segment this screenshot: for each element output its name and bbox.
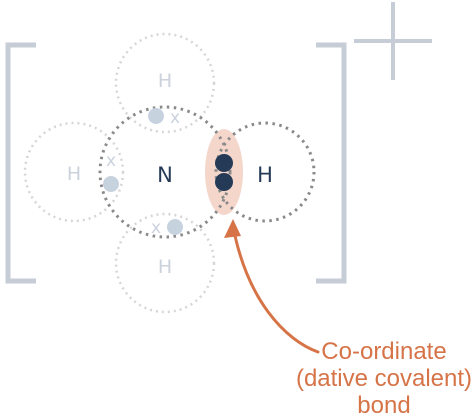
electron-cross-bottom: x [151, 218, 161, 238]
right-bracket [316, 42, 347, 284]
annotation-line-3: bond [357, 392, 410, 417]
electron-dot-bottom [167, 219, 183, 235]
hydrogen-shell-top [114, 32, 216, 134]
left-bracket [5, 42, 36, 284]
dative-electron-dot-lower [215, 173, 233, 191]
positive-charge-sign [354, 2, 432, 80]
electron-dot-left [103, 176, 119, 192]
atom-label-hydrogen-bottom: H [158, 256, 172, 278]
atom-label-nitrogen: N [157, 163, 173, 187]
hydrogen-shell-left [23, 121, 125, 223]
dative-electron-dot-upper [215, 154, 233, 172]
electron-cross-left: x [106, 151, 116, 171]
hydrogen-shell-right [214, 121, 316, 223]
atom-label-hydrogen-left: H [67, 163, 81, 185]
annotation-line-2: (dative covalent) [296, 365, 472, 392]
nitrogen-shell [98, 105, 232, 239]
atom-label-hydrogen-right: H [257, 163, 273, 187]
annotation-line-1: Co-ordinate [321, 338, 446, 365]
electron-cross-top: x [170, 108, 180, 128]
atom-label-hydrogen-top: H [158, 70, 172, 92]
annotation-arrow [224, 219, 320, 354]
electron-dot-top [148, 108, 164, 124]
hydrogen-shell-bottom [114, 212, 216, 314]
